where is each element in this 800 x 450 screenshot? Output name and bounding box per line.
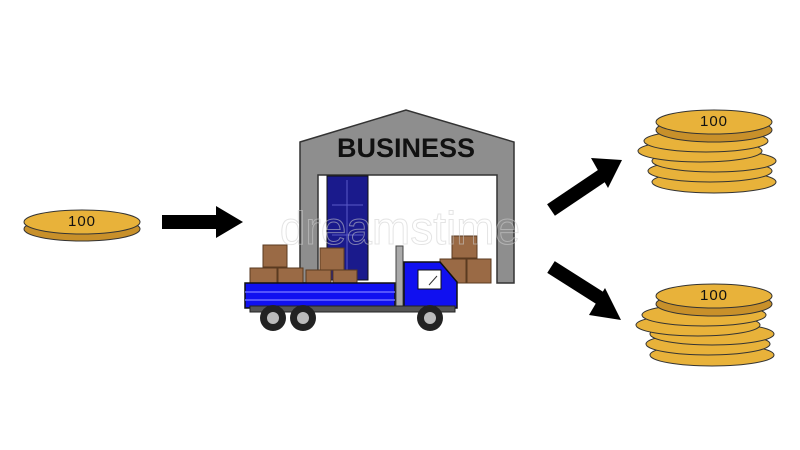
truck — [244, 244, 458, 331]
truck-cargo-boxes — [249, 244, 358, 285]
business-label: BUSINESS — [337, 133, 475, 163]
truck-wheels — [260, 305, 443, 331]
truck-exhaust — [395, 245, 404, 307]
arrow-input — [162, 206, 243, 238]
upper-coin-stack: 100 — [637, 109, 777, 194]
input-coin-value: 100 — [68, 213, 96, 230]
upper-stack-value: 100 — [700, 113, 728, 130]
arrow-upper-output — [547, 158, 622, 216]
warehouse: BUSINESS — [299, 109, 515, 284]
arrow-lower-output — [547, 261, 621, 320]
input-coin: 100 — [23, 209, 141, 242]
lower-stack-value: 100 — [700, 287, 728, 304]
watermark-text: dreamstime — [280, 202, 520, 254]
truck-window — [417, 269, 442, 290]
lower-coin-stack: 100 — [635, 283, 775, 367]
truck-flatbed — [244, 282, 396, 309]
